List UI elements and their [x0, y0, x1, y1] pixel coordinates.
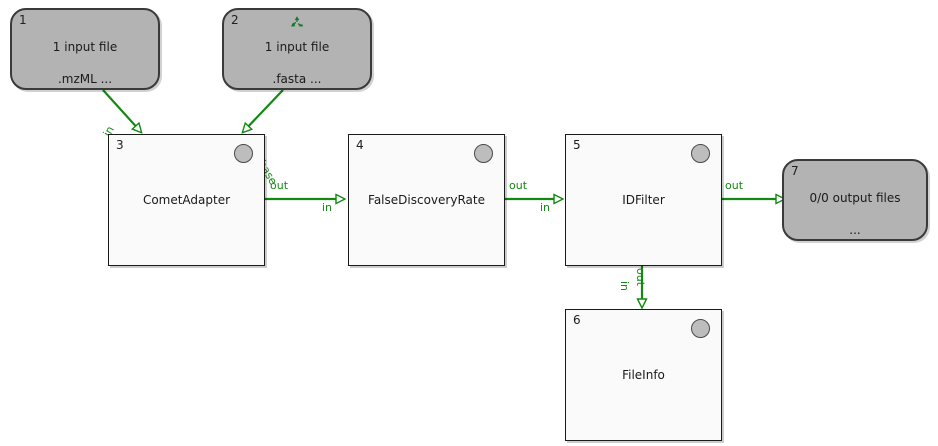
- port-label-out-node5-to-7: out: [725, 179, 744, 192]
- status-indicator-icon: [691, 144, 710, 163]
- status-indicator-icon: [691, 319, 710, 338]
- node-index: 5: [573, 138, 581, 152]
- port-label-out-node5-to-6: out: [634, 268, 647, 287]
- status-indicator-icon: [474, 144, 493, 163]
- node-output-count: 0/0 output files: [809, 191, 901, 205]
- node-file-type: .mzML ...: [57, 72, 113, 86]
- status-indicator-icon: [234, 144, 253, 163]
- node-title: IDFilter: [622, 193, 665, 207]
- node-index: 3: [116, 138, 124, 152]
- port-label-out-node3: out: [270, 179, 289, 192]
- node-index: 2: [231, 13, 239, 27]
- node-file-type: .fasta ...: [272, 72, 322, 86]
- port-label-in-node5: in: [540, 201, 551, 214]
- node-index: 7: [791, 164, 799, 178]
- port-label-in-node4: in: [322, 201, 333, 214]
- node-title: CometAdapter: [142, 193, 231, 207]
- node-file-count: 1 input file: [264, 40, 330, 54]
- output-node-files[interactable]: 7 0/0 output files ...: [782, 159, 928, 241]
- tool-node-cometadapter[interactable]: 3 CometAdapter: [108, 134, 265, 266]
- input-node-fasta[interactable]: 2 1 input file .fasta ...: [222, 8, 372, 90]
- node-title: FalseDiscoveryRate: [368, 193, 485, 207]
- node-output-ellipsis: ...: [849, 223, 861, 237]
- node-file-count: 1 input file: [52, 40, 118, 54]
- node-index: 6: [573, 313, 581, 327]
- port-label-in-node6: in: [618, 281, 631, 292]
- edge-2-to-3: [243, 89, 284, 132]
- port-label-out-node4: out: [509, 179, 528, 192]
- node-index: 4: [356, 138, 364, 152]
- recycle-icon: [289, 15, 305, 31]
- tool-node-fileinfo[interactable]: 6 FileInfo: [565, 309, 722, 441]
- node-index: 1: [19, 13, 27, 27]
- tool-node-idfilter[interactable]: 5 IDFilter: [565, 134, 722, 266]
- input-node-mzml[interactable]: 1 1 input file .mzML ...: [10, 8, 160, 90]
- node-title: FileInfo: [622, 368, 665, 382]
- tool-node-falsediscoveryrate[interactable]: 4 FalseDiscoveryRate: [348, 134, 505, 266]
